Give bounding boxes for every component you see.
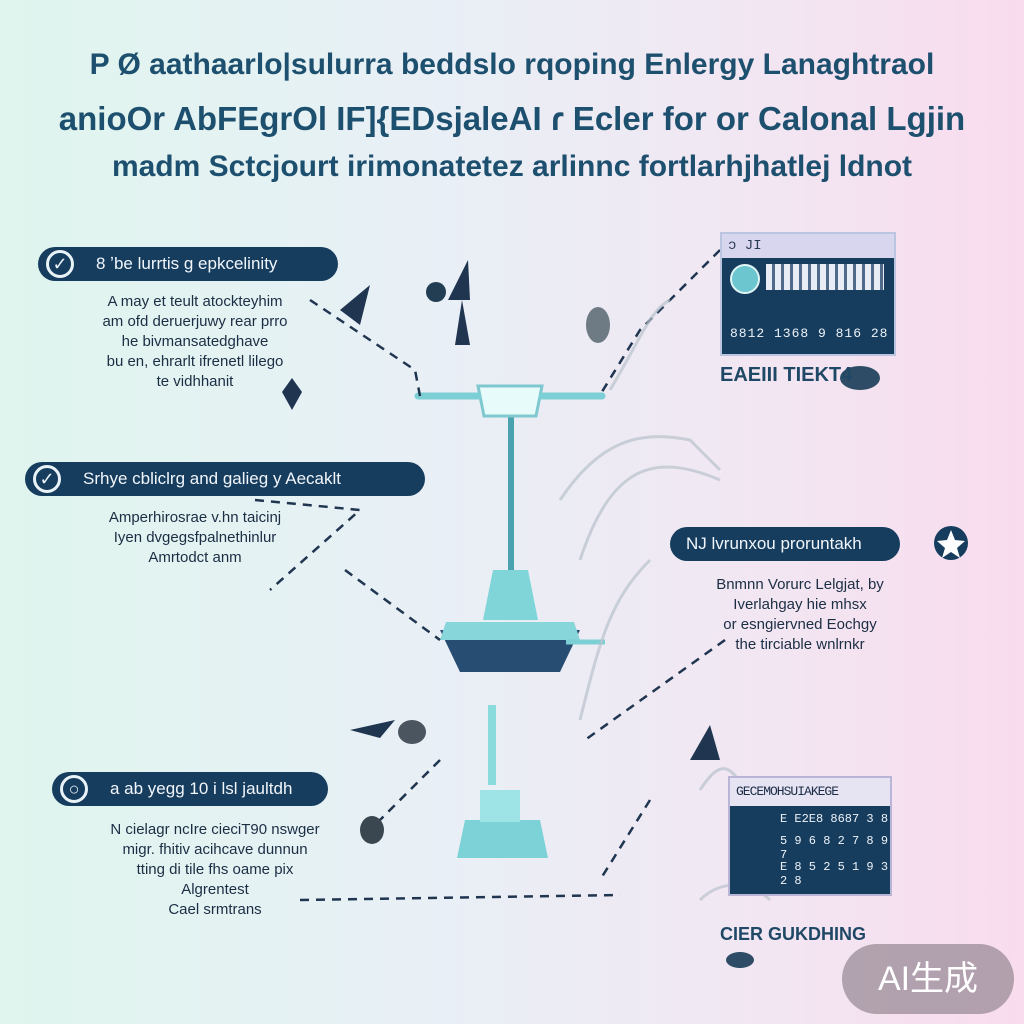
connector-lines xyxy=(254,249,726,902)
step-3-text: N cielagr ncIre cieciT90 nswger migr. fh… xyxy=(110,821,320,918)
step-4-label-text: NJ lvrunxou proruntakh xyxy=(686,534,862,553)
keyboard-strip xyxy=(766,264,884,290)
screen-bottom-digits-1: E E2E8 8687 3 8 xyxy=(780,812,889,826)
title-line-1: P Ø aathaarlo|sulurra beddslo rqoping En… xyxy=(89,48,935,81)
step-1-label[interactable]: ✓ 8 ʼbe lurrtis g epkcelinity xyxy=(38,247,338,281)
screen-top-digits: 8812 1368 9 816 28 xyxy=(730,326,889,341)
central-device xyxy=(414,384,606,858)
step-3-label[interactable]: ○ a ab yegg 10 i lsl jaultdh xyxy=(52,772,328,806)
step-1-text: A may et teult atockteyhim am ofd deruer… xyxy=(102,293,288,390)
screen-bottom-panel: GECEMOHSUIAKEGE E E2E8 8687 3 8 5 9 6 8 … xyxy=(728,776,892,896)
screen-bottom-header: GECEMOHSUIAKEGE xyxy=(730,778,890,806)
screen-top-panel: ɔ JI 8812 1368 9 816 28 xyxy=(720,232,896,356)
check-icon: ✓ xyxy=(33,465,61,493)
title-line-3: madm Sctcjourt irimonatetez arlinnc fort… xyxy=(111,150,913,183)
screen-top-header: ɔ JI xyxy=(722,234,894,258)
check-icon: ○ xyxy=(60,775,88,803)
screen-bottom-digits-2: 5 9 6 8 2 7 8 9 7 xyxy=(780,834,889,862)
arrow-icons xyxy=(282,260,720,760)
star-badge-icon xyxy=(934,526,968,560)
screen-bottom-digits-3: E 8 5 2 5 1 9 3 2 8 xyxy=(780,860,889,888)
step-2-label-text: Srhye cbliclrg and galieg y Aecaklt xyxy=(83,469,341,488)
step-2-text: Amperhirosrae v.hn taicinj Iyen dvgegsfp… xyxy=(108,509,282,566)
screen-bottom-caption: CIER GUKDHING xyxy=(720,924,867,944)
step-4-label[interactable]: NJ lvrunxou proruntakh xyxy=(670,527,900,561)
check-icon: ✓ xyxy=(46,250,74,278)
step-1-label-text: 8 ʼbe lurrtis g epkcelinity xyxy=(96,254,278,273)
title-line-2: anioOr AbFEgrOl IF]{EDsjaleAI ɾ Ecler fo… xyxy=(58,100,966,137)
ai-generated-badge: AI生成 xyxy=(842,944,1014,1014)
step-3-label-text: a ab yegg 10 i lsl jaultdh xyxy=(110,779,293,798)
step-4-text: Bnmnn Vorurc Lelgjat, by Iverlahgay hie … xyxy=(716,576,884,653)
gauge-icon xyxy=(730,264,760,294)
step-2-label[interactable]: ✓ Srhye cbliclrg and galieg y Aecaklt xyxy=(25,462,425,496)
screen-top-caption: EAEIII TIEKT4 xyxy=(720,364,853,386)
